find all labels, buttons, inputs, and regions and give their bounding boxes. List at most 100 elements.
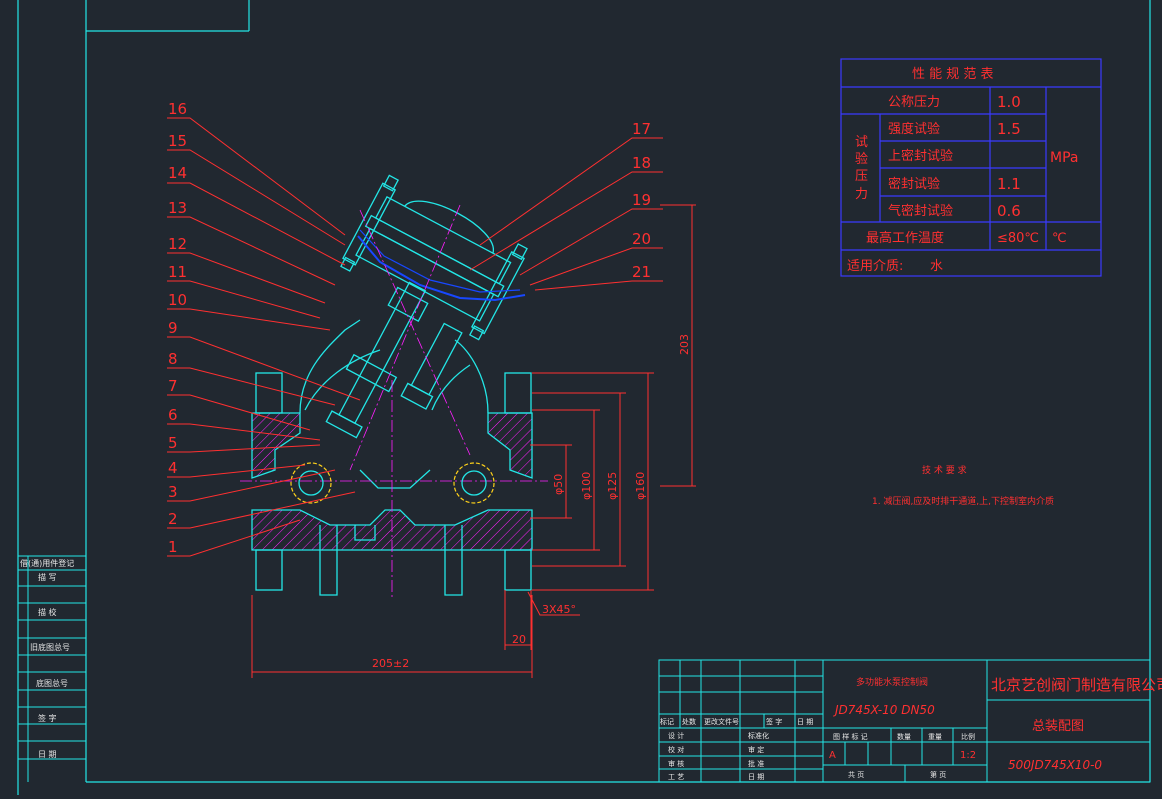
- tb-stage-2: 重量: [928, 733, 942, 741]
- balloon-12: 12: [168, 235, 187, 253]
- balloon-6: 6: [168, 406, 178, 424]
- left-label-1: 描 写: [38, 572, 57, 582]
- tb-sheets-total: 共 页: [848, 770, 864, 779]
- spec-temp-value: ≤80℃: [997, 231, 1039, 246]
- tb-drawing-name: 总装配图: [1032, 719, 1084, 734]
- dim-flange: 20: [512, 633, 526, 646]
- tb-drawing-no: 500JD745X10-0: [1008, 758, 1102, 772]
- left-label-3: 旧底图总号: [30, 642, 70, 652]
- balloon-2: 2: [168, 510, 178, 528]
- spec-title: 性 能 规 范 表: [912, 67, 994, 82]
- tb-role-r1: 审 定: [748, 745, 764, 754]
- left-label-2: 描 校: [38, 607, 57, 617]
- spec-unit: MPa: [1050, 150, 1078, 166]
- tb-stage-1: 数量: [897, 732, 911, 741]
- tb-scale: 1:2: [960, 750, 976, 761]
- left-label-0: 借(通)用件登记: [20, 558, 74, 568]
- balloon-15: 15: [168, 132, 187, 150]
- tb-role-r0: 标准化: [748, 731, 769, 740]
- dim-d160: φ160: [634, 472, 647, 500]
- balloon-20: 20: [632, 230, 651, 248]
- spec-medium-value: 水: [930, 259, 943, 274]
- title-block: [658, 659, 1151, 783]
- tech-title: 技 术 要 求: [922, 464, 967, 476]
- balloon-9: 9: [168, 319, 178, 337]
- balloon-10: 10: [168, 291, 187, 309]
- balloon-5: 5: [168, 434, 178, 452]
- tb-rev-4: 日 期: [797, 718, 813, 726]
- left-label-5: 签 字: [38, 713, 57, 723]
- balloon-17: 17: [632, 120, 651, 138]
- spec-row-0-label: 强度试验: [888, 121, 940, 137]
- left-label-6: 日 期: [38, 750, 57, 759]
- tb-sheet-no: 第 页: [930, 770, 946, 779]
- spec-test-pressure-label: 试 验 压 力: [855, 135, 868, 202]
- dim-chamfer: 3X45°: [542, 603, 576, 616]
- tb-role-r3: 日 期: [748, 773, 764, 781]
- svg-text:压: 压: [855, 169, 868, 184]
- balloon-leaders-left: [167, 117, 361, 557]
- spec-table: [840, 58, 1102, 277]
- dim-d100: φ100: [580, 472, 593, 500]
- spec-row-2-label: 密封试验: [888, 176, 940, 192]
- svg-text:试: 试: [855, 135, 868, 150]
- spec-nominal-label: 公称压力: [888, 95, 940, 110]
- spec-row-3-label: 气密封试验: [888, 203, 953, 219]
- dim-d125: φ125: [606, 472, 619, 500]
- title-block-text: 多功能水泵控制阀 JD745X-10 DN50 北京艺创阀门制造有限公司 总装配…: [660, 676, 1162, 781]
- balloon-16: 16: [168, 100, 187, 118]
- dim-d50: φ50: [552, 474, 565, 495]
- left-registration-labels: 借(通)用件登记 描 写 描 校 旧底图总号 底图总号 签 字 日 期: [20, 558, 74, 759]
- spec-nominal-value: 1.0: [997, 93, 1021, 111]
- balloon-21: 21: [632, 263, 651, 281]
- tb-rev-1: 处数: [682, 717, 696, 726]
- balloon-1: 1: [168, 538, 178, 556]
- tech-requirements: 技 术 要 求 1. 减压阀,应及时排干通道,上,下控制室内介质: [872, 464, 1054, 507]
- dimension-texts: 203 φ50 φ100 φ125 φ160 3X45° 20 205±2: [372, 334, 691, 670]
- balloon-13: 13: [168, 199, 187, 217]
- valve-body: [240, 174, 548, 600]
- spec-temp-label: 最高工作温度: [866, 230, 944, 246]
- tb-model: JD745X-10 DN50: [833, 703, 935, 717]
- spec-table-text: 性 能 规 范 表 公称压力 1.0 强度试验 1.5 上密封试验 密封试验 1…: [847, 67, 1078, 274]
- spec-temp-unit: ℃: [1052, 231, 1067, 246]
- tb-role-l2: 审 核: [668, 759, 684, 768]
- svg-text:验: 验: [855, 151, 868, 167]
- tb-company: 北京艺创阀门制造有限公司: [991, 676, 1162, 694]
- tb-stage-mark: A: [829, 750, 836, 761]
- tech-note: 1. 减压阀,应及时排干通道,上,下控制室内介质: [872, 495, 1054, 507]
- balloon-leaders-right: [469, 137, 663, 291]
- tb-role-l0: 设 计: [668, 731, 684, 740]
- tb-stage-3: 比例: [961, 732, 975, 741]
- spec-row-3-value: 0.6: [997, 202, 1021, 220]
- spec-row-0-value: 1.5: [997, 120, 1021, 138]
- tb-role-l3: 工 艺: [668, 773, 684, 781]
- dim-length: 205±2: [372, 657, 409, 670]
- spec-medium-label: 适用介质:: [847, 259, 903, 274]
- balloon-19: 19: [632, 191, 651, 209]
- dimension-lines: [251, 204, 696, 678]
- balloon-7: 7: [168, 377, 178, 395]
- tb-role-r2: 批 准: [748, 759, 764, 768]
- spec-row-2-value: 1.1: [997, 175, 1021, 193]
- balloon-8: 8: [168, 350, 178, 368]
- left-registration-column: [18, 555, 86, 782]
- tb-rev-3: 签 字: [766, 717, 782, 726]
- tb-rev-2: 更改文件号: [704, 717, 739, 726]
- tb-stage-0: 图 样 标 记: [833, 732, 868, 741]
- drawing-frame: [17, 0, 1151, 795]
- tb-rev-0: 标记: [660, 717, 674, 726]
- dim-203: 203: [678, 334, 691, 355]
- balloon-14: 14: [168, 164, 187, 182]
- svg-text:力: 力: [855, 187, 868, 202]
- spec-row-1-label: 上密封试验: [888, 148, 953, 164]
- tb-product: 多功能水泵控制阀: [856, 676, 928, 688]
- balloon-3: 3: [168, 483, 178, 501]
- flange-bolt-holes: [290, 462, 495, 504]
- left-label-4: 底图总号: [36, 678, 68, 688]
- balloon-numbers: 16 15 14 13 12 11 10 9 8 7 6 5 4 3 2 1 1…: [168, 100, 651, 556]
- diaphragm: [357, 235, 526, 302]
- tb-role-l1: 校 对: [668, 745, 684, 754]
